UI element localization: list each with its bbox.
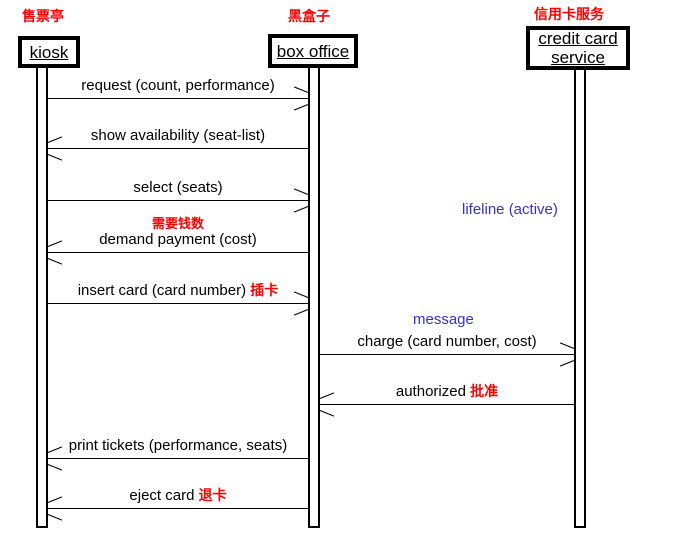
- participant-box-office-label: box office: [276, 41, 350, 61]
- cn-note-box-office: 黑盒子: [288, 8, 330, 24]
- message-charge-label: charge (card number, cost): [357, 333, 537, 350]
- participant-credit-card-service[interactable]: credit card service: [526, 26, 630, 70]
- cn-note-credit-card-service: 信用卡服务: [534, 6, 604, 22]
- lifeline-bar-kiosk: [36, 68, 48, 528]
- cn-note-insert-card: 插卡: [250, 282, 279, 298]
- message-eject-card-line: [48, 508, 308, 509]
- cn-note-demand-payment: 需要钱数: [151, 216, 204, 231]
- message-show-availability-label: show availability (seat-list): [90, 127, 266, 144]
- cn-note-kiosk: 售票亭: [22, 8, 64, 24]
- participant-kiosk-label: kiosk: [29, 42, 69, 62]
- message-demand-payment-line: [48, 252, 308, 253]
- message-authorized-label: authorized 批准: [395, 383, 499, 400]
- message-insert-card-label: insert card (card number) 插卡: [77, 282, 279, 299]
- message-print-tickets-label: print tickets (performance, seats): [68, 437, 288, 454]
- callout-message: message: [413, 311, 474, 328]
- cn-note-authorized: 批准: [470, 383, 499, 399]
- message-insert-card-line: [48, 303, 308, 304]
- message-print-tickets-line: [48, 458, 308, 459]
- participant-kiosk[interactable]: kiosk: [18, 36, 80, 68]
- message-request-line: [48, 98, 308, 99]
- message-eject-card-label: eject card 退卡: [129, 487, 227, 504]
- message-charge-line: [320, 354, 574, 355]
- lifeline-bar-credit-card-service: [574, 70, 586, 528]
- participant-credit-card-service-label-line2: service: [551, 48, 605, 67]
- message-demand-payment-label: demand payment (cost): [99, 231, 257, 248]
- callout-lifeline-active: lifeline (active): [462, 201, 558, 218]
- message-authorized-line: [320, 404, 574, 405]
- message-request-label: request (count, performance): [81, 77, 275, 94]
- cn-note-eject-card: 退卡: [198, 487, 227, 503]
- message-show-availability-line: [48, 148, 308, 149]
- message-select-label: select (seats): [133, 179, 223, 196]
- message-select-line: [48, 200, 308, 201]
- lifeline-bar-box-office: [308, 68, 320, 528]
- participant-box-office[interactable]: box office: [268, 34, 358, 68]
- participant-credit-card-service-label-line1: credit card: [538, 29, 618, 48]
